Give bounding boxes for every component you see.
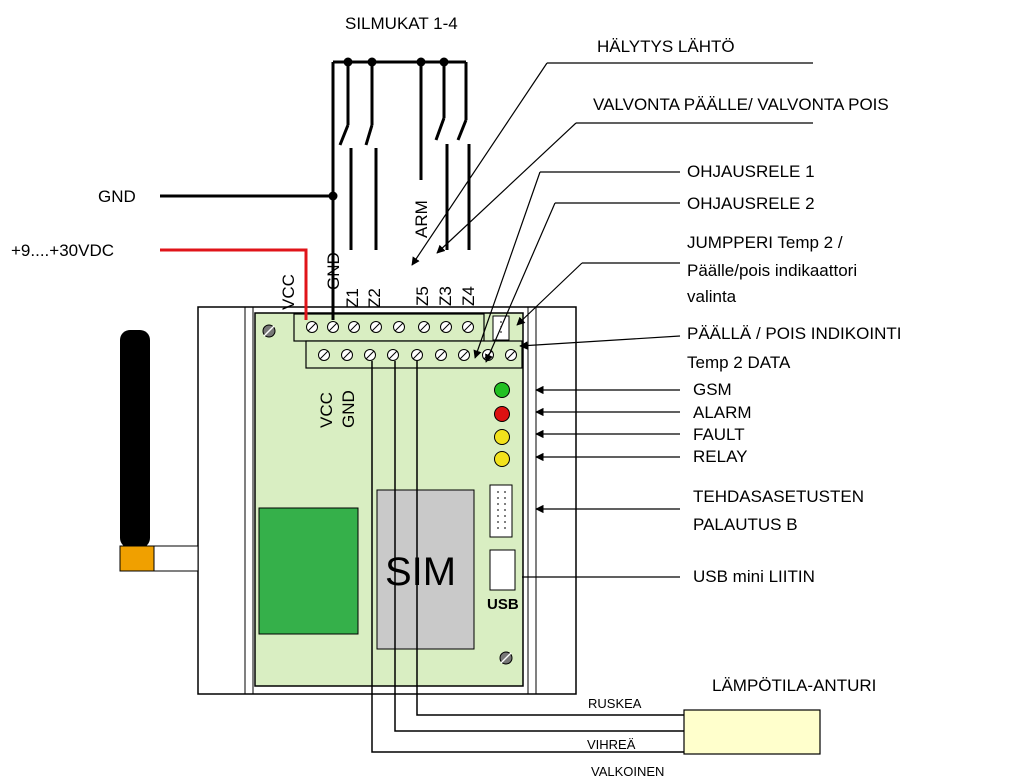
label-onoff-indicator: PÄÄLLÄ / POIS INDIKOINTI [687,324,902,343]
terminal-label-z2: Z2 [365,288,384,308]
factory-reset-header [489,484,513,538]
terminal-label-vcc: VCC [279,274,298,310]
terminal-label-gnd: GND [324,252,343,290]
led-fault [494,429,510,445]
label-jumper-2: Päälle/pois indikaattori [687,261,858,280]
label-loops: SILMUKAT 1-4 [345,14,458,33]
label-usb-connector: USB mini LIITIN [693,567,815,586]
label-factory-1: TEHDASASETUSTEN [693,487,864,506]
label-temp2-data: Temp 2 DATA [687,353,791,372]
terminal-label-gnd-bottom: GND [339,390,358,428]
label-alarm-out: HÄLYTYS LÄHTÖ [597,37,735,56]
antenna [120,330,150,548]
led-gsm [494,382,510,398]
label-relay: RELAY [693,447,748,466]
terminal-label-arm: ARM [412,200,431,238]
antenna-connector [153,545,199,572]
label-fault: FAULT [693,425,745,444]
terminal-label-vcc-bottom: VCC [317,392,336,428]
terminal-label-z4: Z4 [459,286,478,306]
callout-lines [411,62,813,578]
loop-wiring [331,60,471,320]
gsm-module [258,507,359,635]
label-wire-green: VIHREÄ [587,737,636,752]
label-gnd: GND [98,187,136,206]
screw-icon [262,324,276,338]
label-arm-disarm: VALVONTA PÄÄLLE/ VALVONTA POIS [593,95,889,114]
label-jumper-1: JUMPPERI Temp 2 / [687,233,843,252]
label-wire-brown: RUSKEA [588,696,642,711]
sensor-wires [371,361,684,753]
temperature-sensor [683,709,821,755]
terminal-label-z1: Z1 [343,288,362,308]
screw-icon [499,651,513,665]
power-wire [160,248,308,320]
terminal-label-z3: Z3 [436,286,455,306]
junction-dots [328,57,449,201]
terminal-label-z5: Z5 [413,286,432,306]
terminal-block-top [293,313,485,342]
label-factory-2: PALAUTUS B [693,515,798,534]
usb-connector [489,549,516,591]
led-alarm [494,406,510,422]
label-gsm: GSM [693,380,732,399]
label-relay1: OHJAUSRELE 1 [687,162,815,181]
led-relay [494,451,510,467]
usb-label: USB [487,596,519,613]
terminal-screws-top [306,321,474,333]
sim-holder [376,489,475,650]
label-wire-white: VALKOINEN [591,764,665,779]
label-jumper-3: valinta [687,287,737,306]
label-alarm: ALARM [693,403,752,422]
label-temp-sensor: LÄMPÖTILA-ANTURI [712,676,877,695]
antenna-base [119,545,155,572]
sim-label: SIM [385,550,457,594]
label-relay2: OHJAUSRELE 2 [687,194,815,213]
label-power: +9....+30VDC [11,241,115,260]
terminal-screws-bottom [318,349,517,361]
